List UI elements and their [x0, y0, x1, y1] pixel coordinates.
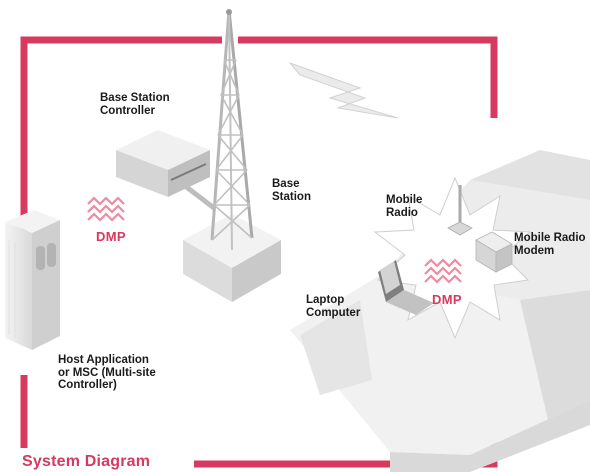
- laptop-icon: [378, 260, 434, 315]
- label-base-station-controller: Base Station Controller: [100, 92, 170, 117]
- label-dmp-left: DMP: [96, 229, 126, 244]
- server-cabinet-icon: [5, 210, 60, 350]
- label-base-station: Base Station: [272, 178, 311, 203]
- label-laptop-computer: Laptop Computer: [306, 294, 361, 319]
- modem-icon: [475, 231, 513, 273]
- dmp-signal-icon: [424, 258, 462, 284]
- dmp-signal-icon: [87, 196, 125, 222]
- label-dmp-right: DMP: [432, 292, 462, 307]
- lightning-bolt-icon: [288, 61, 399, 119]
- tower-icon: [183, 9, 281, 302]
- label-mobile-radio: Mobile Radio: [386, 194, 423, 219]
- label-mobile-radio-modem: Mobile Radio Modem: [514, 232, 586, 257]
- red-frame: [20, 36, 498, 468]
- label-host-application: Host Application or MSC (Multi-site Cont…: [58, 354, 156, 391]
- controller-box-icon: [116, 130, 210, 197]
- diagram-title: System Diagram: [22, 453, 151, 470]
- antenna-icon: [447, 185, 473, 236]
